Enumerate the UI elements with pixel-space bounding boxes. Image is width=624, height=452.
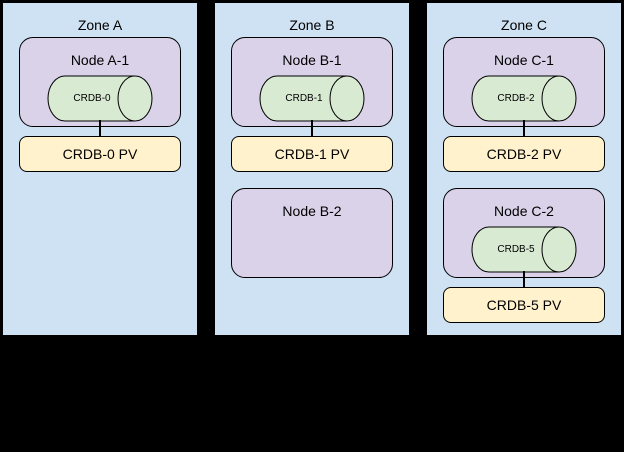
crdb-1-pv: CRDB-1 PV	[231, 136, 393, 172]
crdb-5-pv: CRDB-5 PV	[443, 287, 605, 323]
crdb-0-disk: CRDB-0	[47, 75, 153, 122]
node-b-1: Node B-1 CRDB-1	[231, 37, 393, 127]
node-c-1: Node C-1 CRDB-2	[443, 37, 605, 127]
node-c-2-label: Node C-2	[494, 203, 554, 219]
node-b-2: Node B-2	[231, 188, 393, 278]
crdb-0-pv: CRDB-0 PV	[19, 136, 181, 172]
node-a-1: Node A-1 CRDB-0	[19, 37, 181, 127]
crdb-1-pv-label: CRDB-1 PV	[274, 146, 350, 162]
database-cylinder-icon	[259, 75, 365, 122]
node-b-1-label: Node B-1	[282, 52, 342, 68]
zone-c: Zone C Node C-1 CRDB-2 CRDB-2 PV Node C-…	[426, 2, 622, 336]
connector-crdb-5-to-pv	[523, 271, 525, 288]
database-cylinder-icon	[471, 226, 577, 273]
crdb-5-disk: CRDB-5	[471, 226, 577, 273]
zone-b: Zone B Node B-1 CRDB-1 CRDB-1 PV Node B-…	[214, 2, 410, 336]
node-b-2-label: Node B-2	[282, 203, 342, 219]
crdb-0-pv-label: CRDB-0 PV	[62, 146, 138, 162]
connector-crdb-1-to-pv	[311, 120, 313, 137]
crdb-0-disk-label: CRDB-0	[73, 93, 111, 104]
crdb-5-disk-label: CRDB-5	[497, 244, 535, 255]
crdb-5-pv-label: CRDB-5 PV	[486, 297, 562, 313]
crdb-2-pv: CRDB-2 PV	[443, 136, 605, 172]
node-a-1-label: Node A-1	[70, 52, 130, 68]
zone-b-title: Zone B	[289, 17, 335, 33]
connector-crdb-0-to-pv	[99, 120, 101, 137]
node-c-1-label: Node C-1	[494, 52, 554, 68]
zone-a-title: Zone A	[77, 17, 123, 33]
crdb-2-pv-label: CRDB-2 PV	[486, 146, 562, 162]
database-cylinder-icon	[47, 75, 153, 122]
zone-c-title: Zone C	[501, 17, 547, 33]
database-cylinder-icon	[471, 75, 577, 122]
crdb-2-disk: CRDB-2	[471, 75, 577, 122]
crdb-1-disk: CRDB-1	[259, 75, 365, 122]
zone-a: Zone A Node A-1 CRDB-0 CRDB-0 PV	[2, 2, 198, 336]
crdb-2-disk-label: CRDB-2	[497, 93, 535, 104]
node-c-2: Node C-2 CRDB-5	[443, 188, 605, 278]
connector-crdb-2-to-pv	[523, 120, 525, 137]
crdb-1-disk-label: CRDB-1	[285, 93, 323, 104]
